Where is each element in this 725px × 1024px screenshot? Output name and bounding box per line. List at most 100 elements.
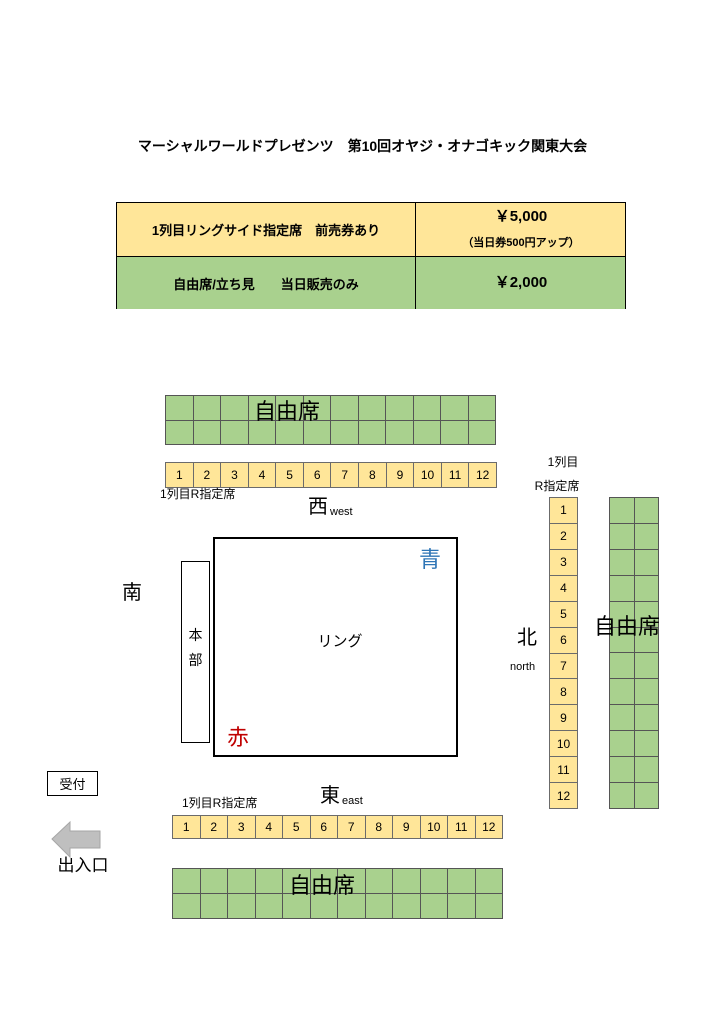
entrance-label: 出入口 bbox=[57, 856, 109, 875]
direction-east-en: east bbox=[342, 795, 363, 807]
free-seat-cell bbox=[610, 705, 635, 732]
free-seat-cell bbox=[634, 575, 659, 602]
ringside-ticket-label: 1列目リングサイド指定席 前売券あり bbox=[117, 203, 416, 256]
free-seat-cell bbox=[393, 894, 421, 919]
direction-south: 南 bbox=[122, 582, 142, 604]
free-seat-cell bbox=[248, 420, 276, 445]
free-seat-cell bbox=[441, 420, 469, 445]
free-seat-cell bbox=[310, 894, 338, 919]
ring-label: リング bbox=[317, 633, 363, 650]
reserved-seat-12: 12 bbox=[475, 816, 503, 839]
free-seat-cell bbox=[634, 523, 659, 550]
reserved-seat-7: 7 bbox=[338, 816, 366, 839]
free-seat-cell bbox=[358, 396, 386, 421]
free-seat-cell bbox=[393, 869, 421, 894]
headquarters-label-1: 本 bbox=[188, 627, 203, 643]
free-seat-cell bbox=[634, 757, 659, 784]
reserved-seat-11: 11 bbox=[550, 757, 578, 784]
free-seat-cell bbox=[200, 869, 228, 894]
free-seat-cell bbox=[276, 420, 304, 445]
free-seat-cell bbox=[200, 894, 228, 919]
east-reserved-label: 1列目R指定席 bbox=[182, 796, 258, 810]
reserved-seat-4: 4 bbox=[550, 575, 578, 602]
free-seat-cell bbox=[420, 869, 448, 894]
east-free-seating-block bbox=[172, 868, 503, 919]
reserved-seat-12: 12 bbox=[550, 783, 578, 810]
red-corner-label: 赤 bbox=[227, 725, 250, 750]
free-seat-cell bbox=[610, 731, 635, 758]
free-seat-cell bbox=[420, 894, 448, 919]
free-seat-cell bbox=[610, 783, 635, 809]
free-ticket-label: 自由席/立ち見 当日販売のみ bbox=[117, 257, 416, 309]
free-seat-cell bbox=[610, 627, 635, 654]
free-seat-cell bbox=[365, 869, 393, 894]
reserved-seat-9: 9 bbox=[393, 816, 421, 839]
free-seat-cell bbox=[166, 396, 194, 421]
event-title: マーシャルワールドプレゼンツ 第10回オヤジ・オナゴキック関東大会 bbox=[137, 138, 588, 154]
free-seat-cell bbox=[193, 396, 221, 421]
free-seat-cell bbox=[365, 894, 393, 919]
free-seat-cell bbox=[386, 396, 414, 421]
reserved-seat-1: 1 bbox=[173, 816, 201, 839]
free-seat-cell bbox=[338, 869, 366, 894]
reserved-seat-10: 10 bbox=[420, 816, 448, 839]
free-seat-cell bbox=[610, 498, 635, 524]
free-seat-cell bbox=[331, 396, 359, 421]
free-seat-cell bbox=[634, 498, 659, 524]
free-seat-cell bbox=[173, 869, 201, 894]
free-seat-cell bbox=[413, 420, 441, 445]
reserved-seat-9: 9 bbox=[386, 463, 415, 488]
reserved-seat-8: 8 bbox=[550, 679, 578, 706]
reception-box: 受付 bbox=[47, 771, 98, 796]
east-free-seating-label: 自由席 bbox=[288, 873, 355, 898]
free-seat-cell bbox=[166, 420, 194, 445]
north-reserved-label-line1: 1列目 bbox=[547, 455, 579, 469]
reserved-seat-11: 11 bbox=[441, 463, 470, 488]
reserved-seat-5: 5 bbox=[276, 463, 304, 488]
ring bbox=[213, 537, 458, 757]
reserved-seat-3: 3 bbox=[228, 816, 256, 839]
reserved-seat-9: 9 bbox=[550, 705, 578, 732]
free-seat-cell bbox=[610, 653, 635, 680]
reserved-seat-7: 7 bbox=[550, 653, 578, 680]
arrow-left-icon bbox=[51, 820, 101, 859]
west-reserved-label: 1列目R指定席 bbox=[160, 487, 236, 501]
reserved-seat-3: 3 bbox=[221, 463, 249, 488]
reserved-seat-6: 6 bbox=[550, 627, 578, 654]
reserved-seat-12: 12 bbox=[469, 463, 497, 488]
free-seat-cell bbox=[448, 894, 476, 919]
reserved-seat-5: 5 bbox=[550, 601, 578, 628]
free-seat-cell bbox=[228, 869, 256, 894]
free-seat-cell bbox=[283, 894, 311, 919]
free-seat-cell bbox=[338, 894, 366, 919]
free-seat-cell bbox=[610, 757, 635, 784]
free-seat-cell bbox=[248, 396, 276, 421]
free-seat-cell bbox=[610, 575, 635, 602]
north-free-seating-label: 自由席 bbox=[593, 614, 660, 639]
free-seat-cell bbox=[475, 869, 503, 894]
ringside-price-note: （当日券500円アップ） bbox=[462, 237, 580, 249]
free-seat-cell bbox=[634, 679, 659, 706]
north-free-seating-block bbox=[609, 497, 659, 809]
reserved-seat-8: 8 bbox=[359, 463, 387, 488]
free-seat-cell bbox=[634, 627, 659, 654]
free-seat-cell bbox=[221, 396, 249, 421]
headquarters-label-2: 部 bbox=[188, 652, 203, 668]
free-seat-cell bbox=[634, 601, 659, 628]
reception-label: 受付 bbox=[59, 777, 86, 792]
reserved-seat-3: 3 bbox=[550, 549, 578, 576]
reserved-seat-11: 11 bbox=[448, 816, 476, 839]
ringside-price-cell: ￥5,000 （当日券500円アップ） bbox=[416, 203, 626, 256]
north-reserved-label-line2: R指定席 bbox=[534, 479, 580, 493]
reserved-seat-1: 1 bbox=[166, 463, 194, 488]
reserved-seat-6: 6 bbox=[303, 463, 332, 488]
free-seat-cell bbox=[173, 894, 201, 919]
reserved-seat-4: 4 bbox=[248, 463, 277, 488]
reserved-seat-6: 6 bbox=[310, 816, 338, 839]
reserved-seat-1: 1 bbox=[550, 498, 578, 524]
reserved-seat-2: 2 bbox=[550, 523, 578, 550]
